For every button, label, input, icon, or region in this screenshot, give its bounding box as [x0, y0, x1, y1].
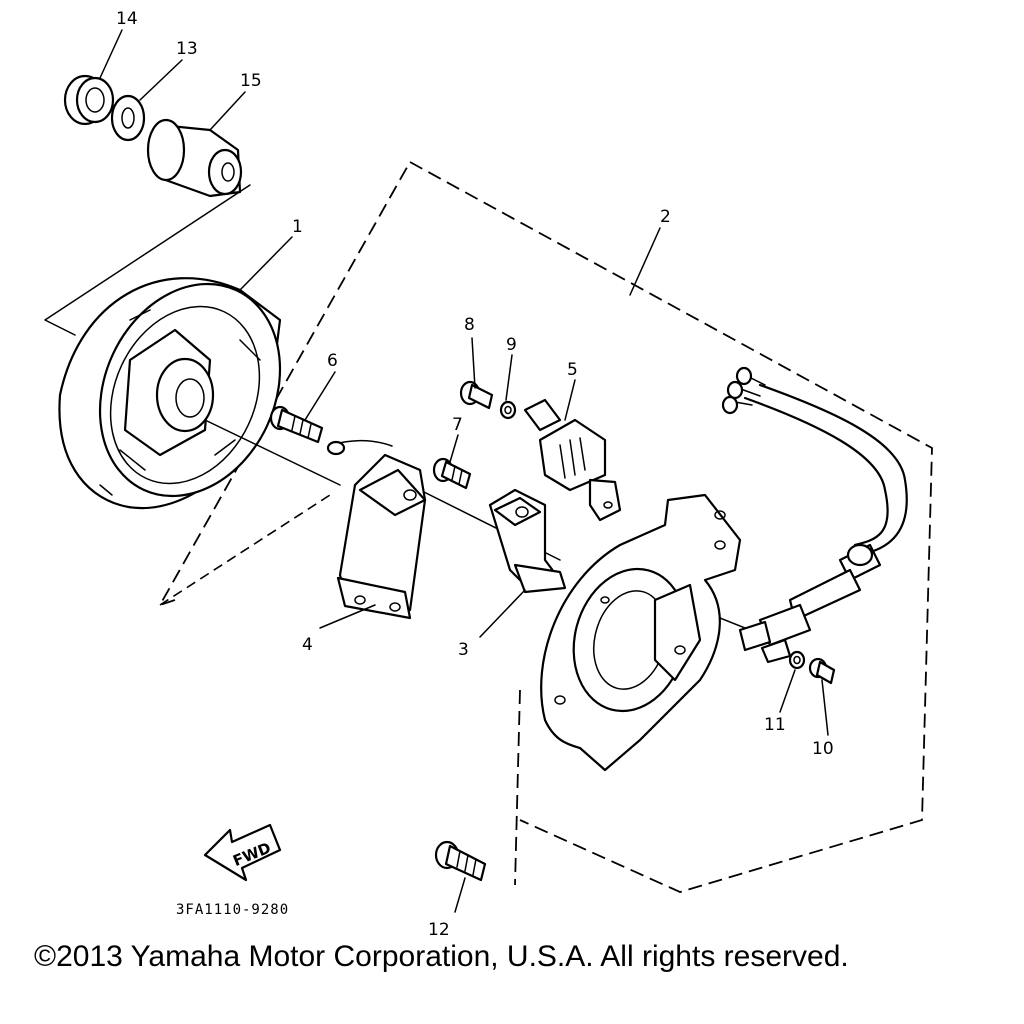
callout-8: 8 — [464, 315, 475, 335]
part-7-screw — [432, 457, 472, 490]
part-1-flywheel — [58, 277, 282, 510]
fwd-direction-arrow: FWD — [203, 823, 282, 882]
ground-wire-eyelet — [326, 440, 346, 456]
part-6-screw — [269, 405, 324, 444]
callout-5: 5 — [567, 360, 578, 380]
callout-15: 15 — [240, 71, 262, 91]
part-15-bushing — [146, 118, 243, 198]
copyright-notice: ©2013 Yamaha Motor Corporation, U.S.A. A… — [34, 940, 849, 973]
callout-6: 6 — [327, 351, 338, 371]
callout-4: 4 — [302, 635, 313, 655]
part-4-coil — [336, 453, 427, 620]
part-8-screw — [459, 380, 494, 410]
callout-10: 10 — [812, 739, 834, 759]
part-14-nut — [63, 74, 115, 126]
callout-14: 14 — [116, 9, 138, 29]
part-5-pickup-coil — [523, 398, 622, 522]
part-10-screw — [808, 657, 836, 685]
callout-1: 1 — [292, 217, 303, 237]
assembly-group-outline — [158, 161, 933, 893]
callout-13: 13 — [176, 39, 198, 59]
part-9-washer — [499, 400, 517, 420]
callout-9: 9 — [506, 335, 517, 355]
part-12-bolt — [434, 840, 487, 882]
part-13-washer — [110, 94, 146, 142]
callout-leaders — [99, 29, 829, 913]
stator-group-boundary — [159, 494, 331, 606]
callout-7: 7 — [452, 415, 463, 435]
part-11-washer — [788, 650, 806, 670]
callout-2: 2 — [660, 207, 671, 227]
flywheel-leader-line — [44, 184, 251, 336]
callout-12: 12 — [428, 920, 450, 940]
part-3-charge-coil — [488, 488, 567, 594]
drawing-code: 3FA1110-9280 — [176, 902, 289, 918]
callout-3: 3 — [458, 640, 469, 660]
wire-harness — [721, 366, 908, 664]
part-2-stator-plate — [540, 493, 742, 772]
callout-11: 11 — [764, 715, 786, 735]
